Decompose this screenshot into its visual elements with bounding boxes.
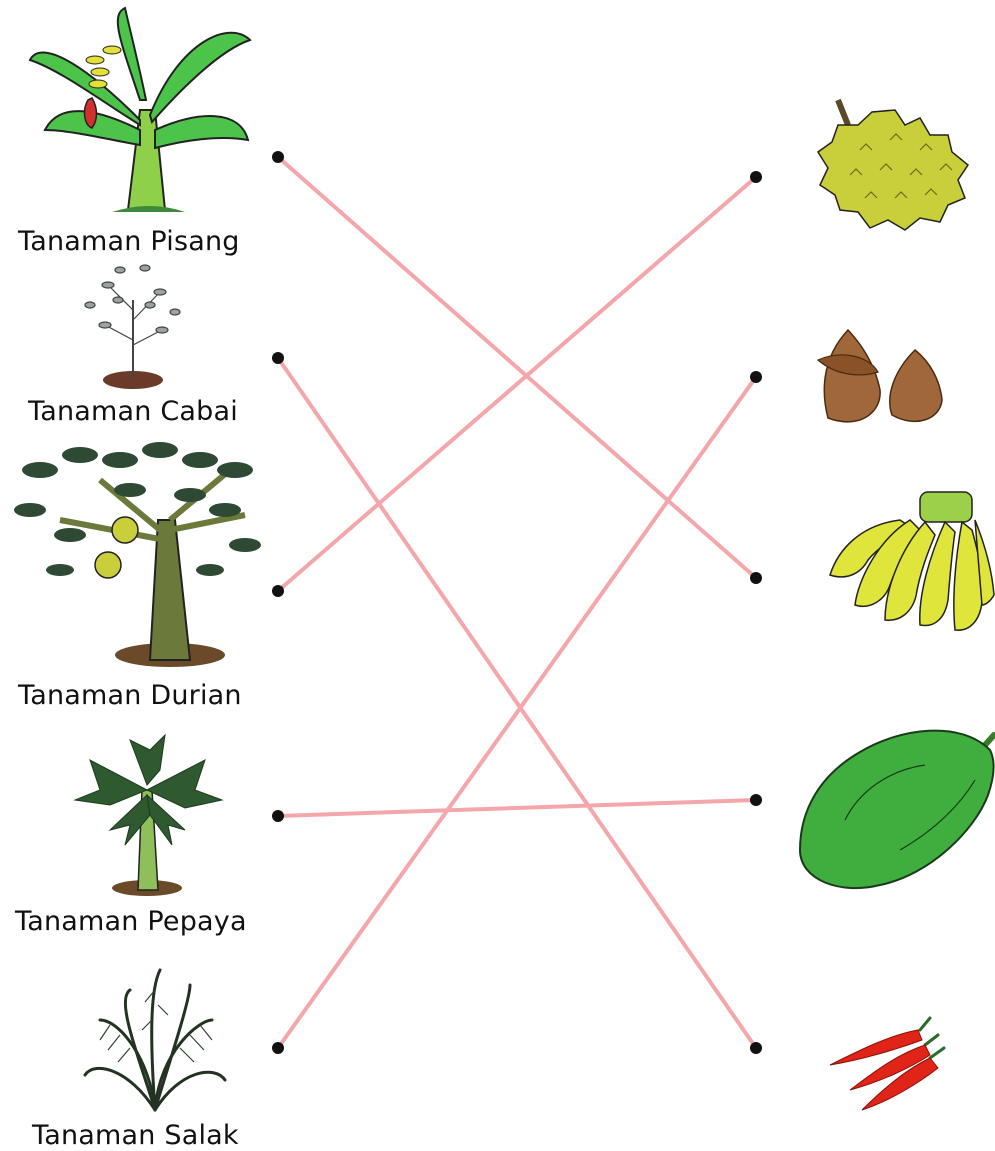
papaya-fruit-icon [800, 731, 994, 889]
connection-line-2[interactable] [278, 177, 756, 591]
salak-fruit-icon [818, 330, 942, 422]
plant-label-pepaya: Tanaman Pepaya [15, 906, 247, 937]
durian-fruit-icon [818, 100, 968, 230]
salak-palm-icon [85, 970, 225, 1110]
plant-label-salak: Tanaman Salak [32, 1120, 239, 1151]
plant-label-pisang: Tanaman Pisang [18, 226, 240, 257]
plant-dot-1[interactable] [272, 352, 284, 364]
banana-bunch-icon [830, 492, 994, 630]
papaya-tree-icon [75, 735, 222, 896]
connection-lines [272, 151, 762, 1054]
durian-tree-icon [14, 442, 261, 667]
plant-dot-4[interactable] [272, 1042, 284, 1054]
connection-line-0[interactable] [278, 157, 756, 578]
fruit-dot-4[interactable] [750, 1042, 762, 1054]
fruit-dot-3[interactable] [750, 794, 762, 806]
plant-dot-3[interactable] [272, 810, 284, 822]
connection-line-3[interactable] [278, 800, 756, 816]
fruit-dot-2[interactable] [750, 572, 762, 584]
fruit-dot-0[interactable] [750, 171, 762, 183]
plant-dot-0[interactable] [272, 151, 284, 163]
plant-label-cabai: Tanaman Cabai [28, 396, 238, 427]
fruit-dot-1[interactable] [750, 371, 762, 383]
plant-dot-2[interactable] [272, 585, 284, 597]
banana-plant-icon [30, 8, 250, 212]
chili-peppers-icon [830, 1018, 944, 1110]
chili-plant-icon [85, 265, 180, 389]
plant-label-durian: Tanaman Durian [18, 680, 242, 711]
